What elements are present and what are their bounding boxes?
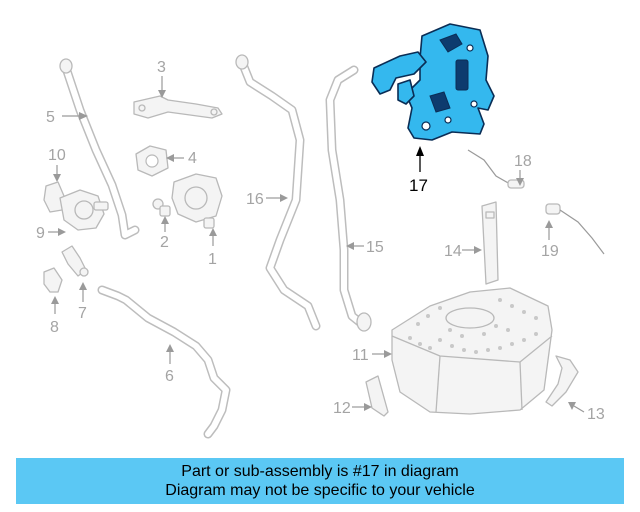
part-5-vent-hose[interactable] [59,58,140,240]
part-7-connector[interactable] [61,245,89,277]
svg-text:18: 18 [514,153,532,170]
svg-text:4: 4 [188,150,197,167]
part-11-canister[interactable] [391,287,553,415]
callout-14: 14 [444,243,482,260]
svg-text:17: 17 [409,176,428,195]
callout-19: 19 [541,220,559,260]
part-8-connector[interactable] [43,267,63,293]
callout-5: 5 [46,109,88,126]
callout-15: 15 [346,239,384,256]
svg-text:11: 11 [352,347,369,364]
callout-6: 6 [165,344,174,385]
callout-11: 11 [352,347,392,364]
callout-1: 1 [208,228,217,268]
banner-line-1: Part or sub-assembly is #17 in diagram [181,463,459,480]
callout-17: 17 [409,146,428,195]
callout-3: 3 [157,59,166,98]
part-13-bracket[interactable] [545,355,579,407]
callout-7: 7 [78,282,87,322]
callout-10: 10 [48,147,66,182]
svg-text:15: 15 [366,239,384,256]
svg-text:2: 2 [160,234,169,251]
part-14-bracket[interactable] [481,201,499,285]
part-17-valve-assembly[interactable] [371,23,495,141]
part-6-hose[interactable] [97,285,231,439]
part-2-fitting[interactable] [152,198,171,217]
callout-9: 9 [36,225,66,242]
svg-text:14: 14 [444,243,462,260]
callout-12: 12 [333,400,372,417]
svg-text:3: 3 [157,59,166,76]
part-3-bracket[interactable] [133,95,223,119]
svg-text:6: 6 [165,368,174,385]
part-1-valve[interactable] [171,173,223,229]
callout-8: 8 [50,296,59,336]
svg-text:1: 1 [208,251,217,268]
callout-2: 2 [160,216,169,251]
svg-text:13: 13 [587,406,605,423]
svg-text:10: 10 [48,147,66,164]
part-9-valve[interactable] [59,189,109,231]
svg-text:19: 19 [541,243,559,260]
svg-text:7: 7 [78,305,87,322]
part-19-sensor[interactable] [545,203,605,255]
svg-text:8: 8 [50,319,59,336]
svg-text:5: 5 [46,109,55,126]
callout-4: 4 [166,150,197,167]
part-15-hose[interactable] [325,65,372,332]
callout-16: 16 [246,191,288,208]
part-12-clip[interactable] [365,375,389,417]
callout-13: 13 [568,402,605,423]
part-16-hose[interactable] [235,54,321,331]
part-4-gasket[interactable] [135,145,169,177]
svg-text:9: 9 [36,225,45,242]
callout-18: 18 [514,153,532,186]
banner-line-2: Diagram may not be specific to your vehi… [165,482,475,499]
svg-text:12: 12 [333,400,351,417]
info-banner: Part or sub-assembly is #17 in diagram D… [16,458,624,504]
svg-text:16: 16 [246,191,264,208]
